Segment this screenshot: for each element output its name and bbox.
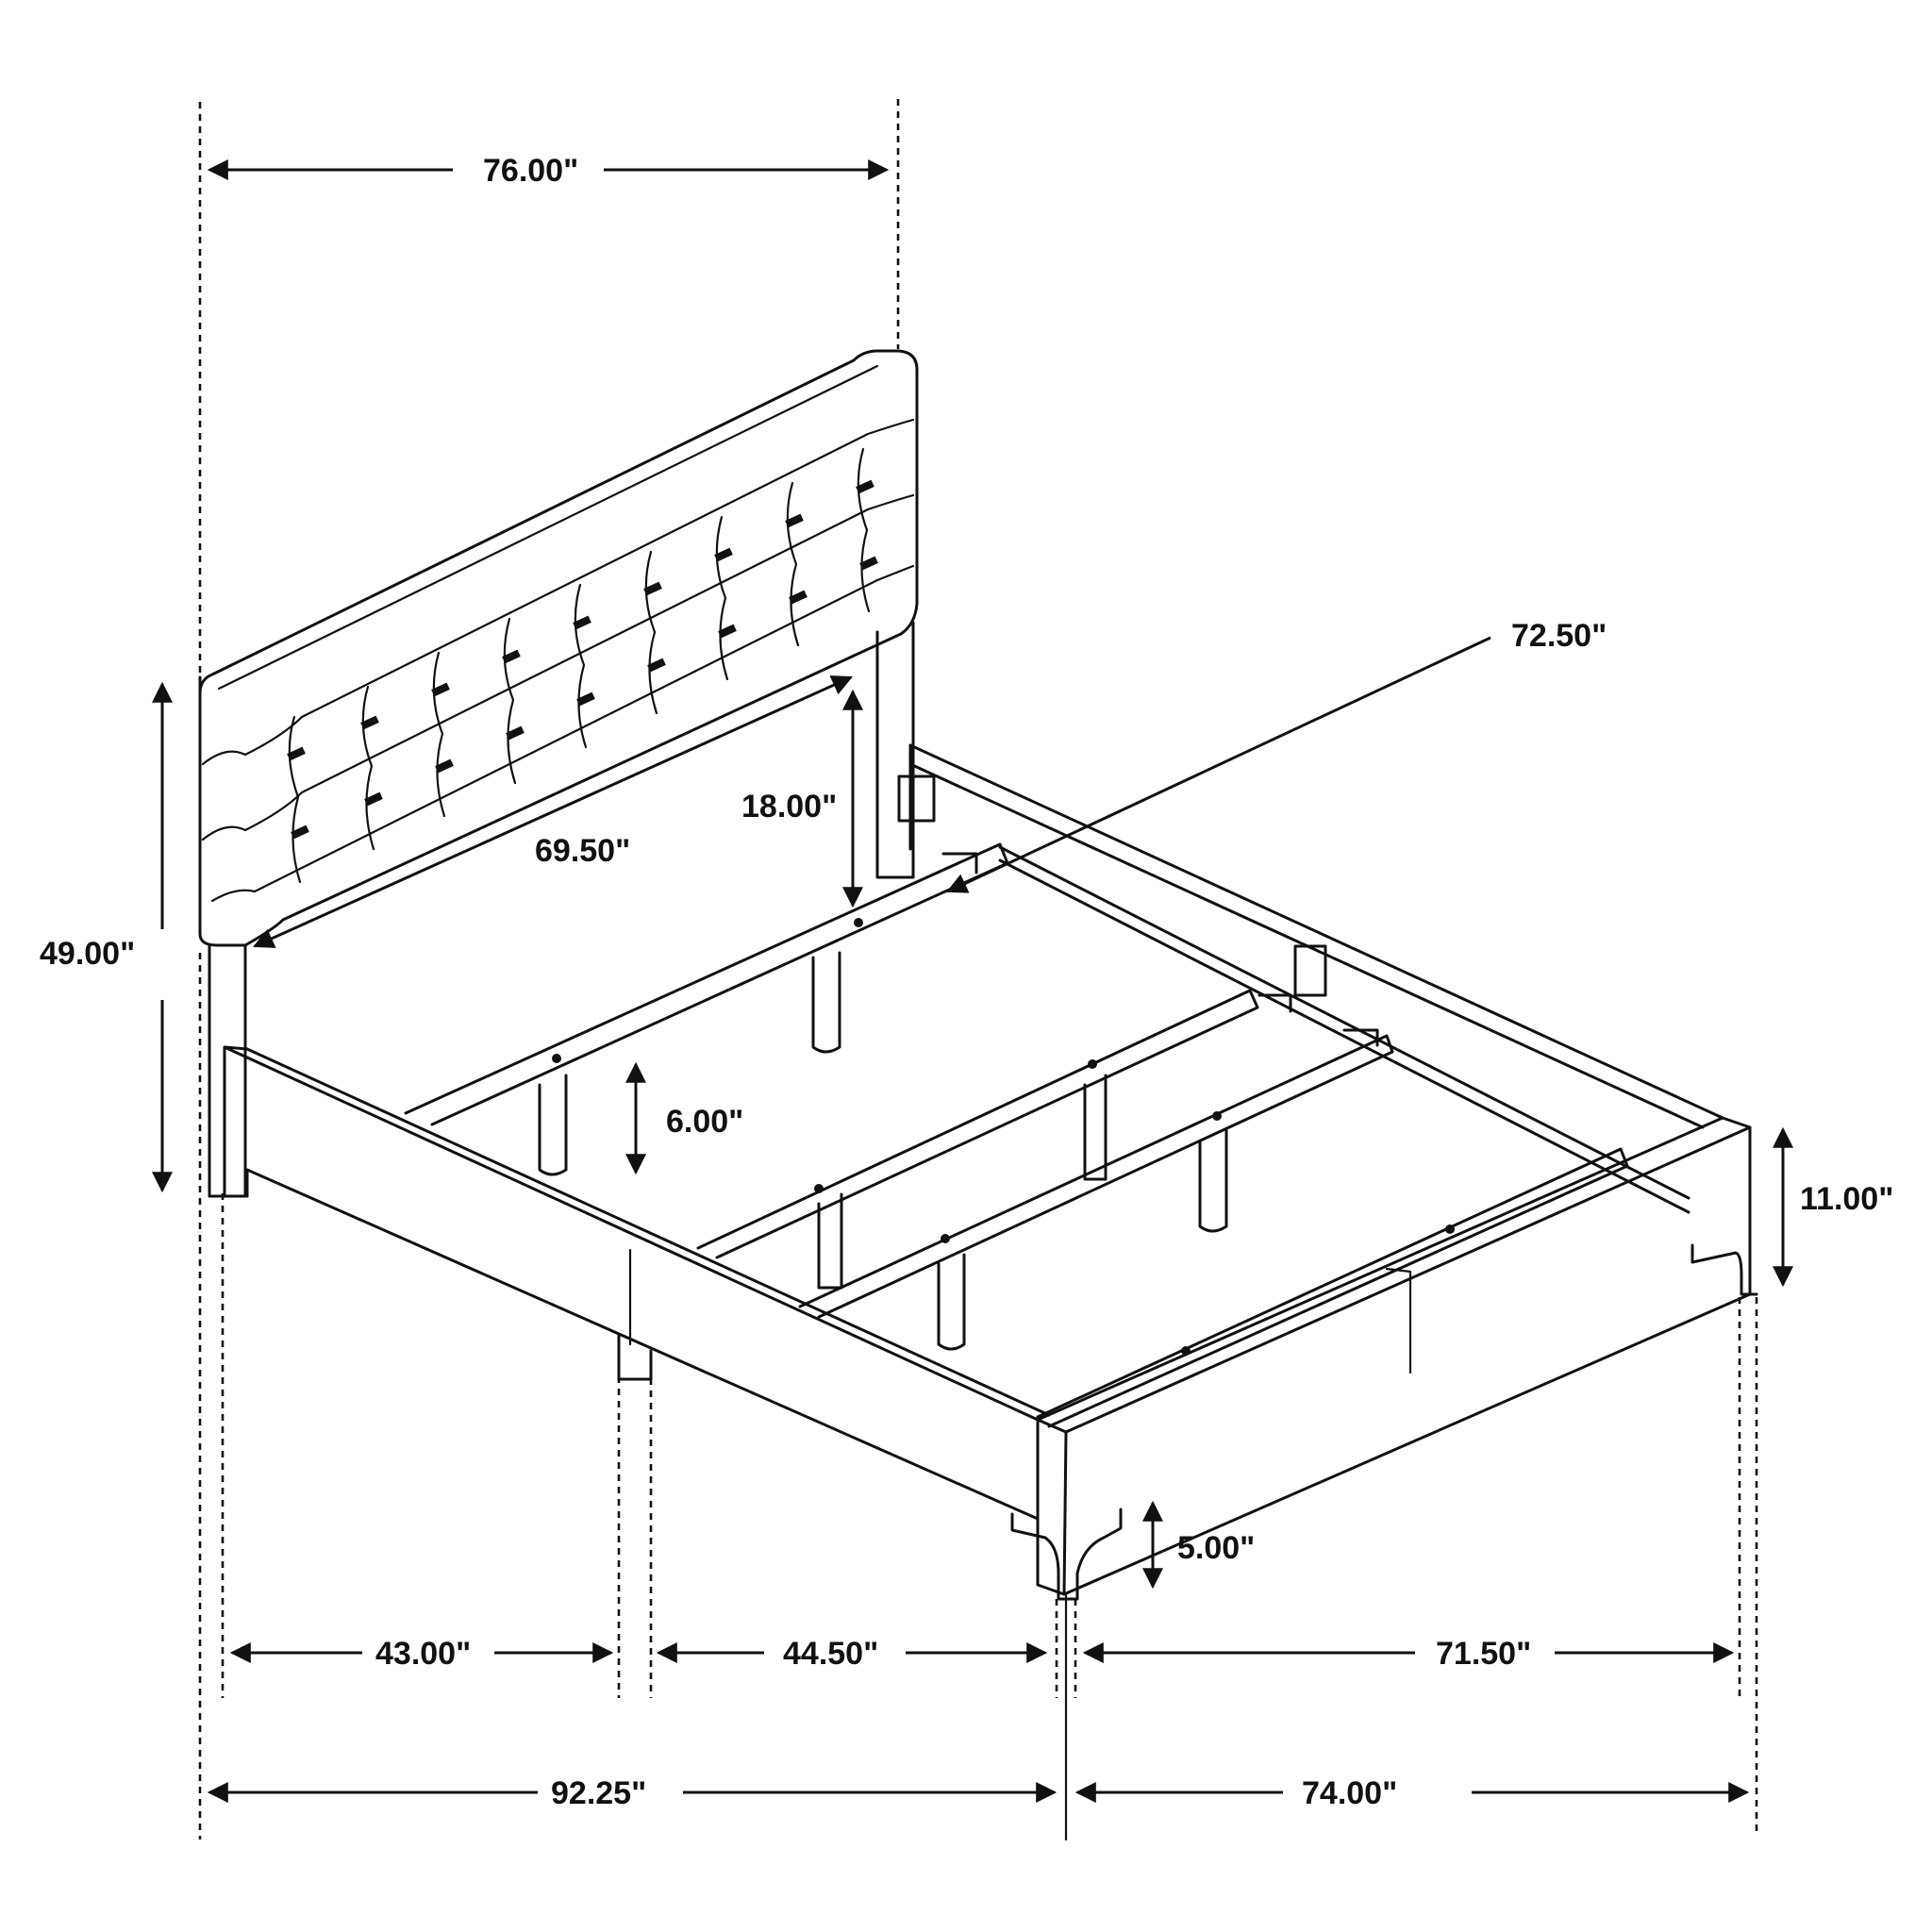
label-overall-height: 49.00" bbox=[40, 936, 135, 972]
label-leg-height: 5.00" bbox=[1177, 1530, 1255, 1566]
label-overall-width: 74.00" bbox=[1302, 1775, 1397, 1811]
label-headboard-width: 76.00" bbox=[483, 153, 578, 189]
label-headboard-inner-width: 69.50" bbox=[535, 833, 630, 869]
guide-lines bbox=[198, 99, 1758, 1841]
headboard bbox=[198, 349, 919, 1198]
label-overall-length: 92.25" bbox=[551, 1775, 646, 1811]
label-rail-length: 72.50" bbox=[1511, 618, 1607, 654]
label-rail-height: 11.00" bbox=[1800, 1181, 1893, 1217]
label-side-segment-b: 44.50" bbox=[783, 1636, 878, 1672]
screw-holes bbox=[552, 918, 1455, 1356]
dimension-arrows bbox=[152, 159, 1793, 1803]
label-side-segment-a: 43.00" bbox=[375, 1636, 471, 1672]
label-headboard-height: 18.00" bbox=[741, 789, 837, 824]
label-foot-inner-width: 71.50" bbox=[1436, 1636, 1531, 1672]
bed-frame bbox=[223, 743, 1758, 1601]
label-slat-support-height: 6.00" bbox=[666, 1104, 743, 1140]
dimension-labels: 76.00" 69.50" 49.00" 18.00" 72.50" 6.00"… bbox=[40, 153, 1893, 1811]
